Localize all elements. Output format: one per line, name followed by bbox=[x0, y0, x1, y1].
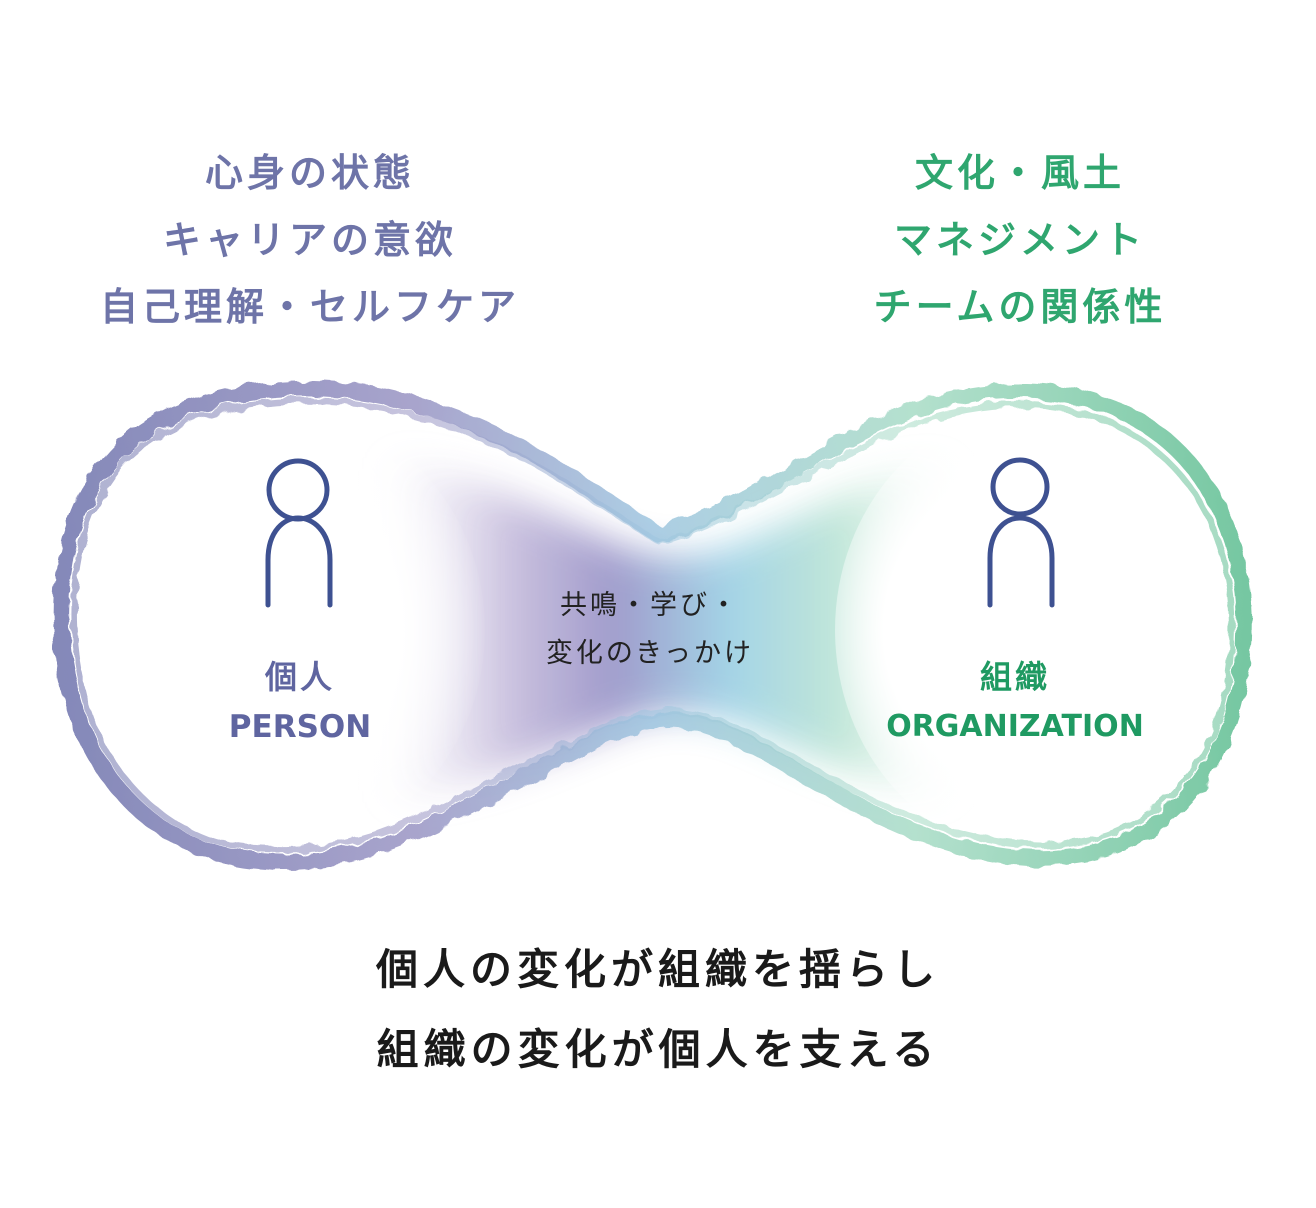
person-topic-item: 心身の状態 bbox=[204, 151, 415, 195]
organization-topic-item: チームの関係性 bbox=[873, 285, 1167, 329]
organization-loop-interior bbox=[835, 405, 1245, 855]
person-topic-item: キャリアの意欲 bbox=[162, 218, 457, 262]
person-label-en: PERSON bbox=[228, 709, 372, 745]
organization-topic-item: マネジメント bbox=[893, 218, 1146, 262]
organization-figure-icon bbox=[987, 457, 1055, 608]
person-label-ja: 個人 bbox=[264, 658, 335, 696]
person-loop-interior bbox=[55, 405, 485, 855]
organization-topic-item: 文化・風土 bbox=[914, 151, 1125, 195]
tagline-line: 個人の変化が組織を揺らし bbox=[375, 945, 940, 994]
center-blend bbox=[380, 455, 960, 805]
organization-label: 組織 ORGANIZATION bbox=[860, 650, 1170, 750]
organization-topics: 文化・風土 マネジメント チームの関係性 bbox=[760, 140, 1280, 341]
person-label: 個人 PERSON bbox=[170, 650, 430, 750]
loop-outline-inner bbox=[70, 397, 1235, 853]
center-caption: 共鳴・学び・ 変化のきっかけ bbox=[470, 582, 830, 678]
organization-label-en: ORGANIZATION bbox=[886, 709, 1144, 744]
infinity-loop-diagram bbox=[0, 360, 1316, 900]
center-caption-line: 変化のきっかけ bbox=[545, 638, 755, 669]
person-topic-item: 自己理解・セルフケア bbox=[99, 285, 520, 329]
tagline: 個人の変化が組織を揺らし 組織の変化が個人を支える bbox=[258, 930, 1058, 1090]
loop-outline bbox=[52, 380, 1253, 871]
tagline-line: 組織の変化が個人を支える bbox=[376, 1025, 940, 1074]
person-topics: 心身の状態 キャリアの意欲 自己理解・セルフケア bbox=[50, 140, 570, 341]
loop-graphic bbox=[52, 380, 1253, 871]
center-caption-line: 共鳴・学び・ bbox=[560, 590, 740, 621]
person-figure-icon bbox=[265, 458, 333, 608]
organization-label-ja: 組織 bbox=[979, 658, 1050, 696]
